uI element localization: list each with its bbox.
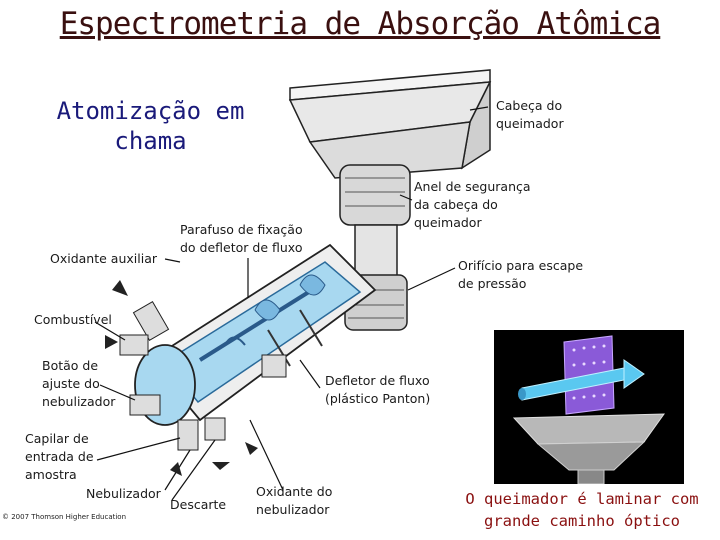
copyright-notice: © 2007 Thomson Higher Education: [2, 513, 126, 521]
inset-caption: O queimador é laminar com grande caminho…: [448, 488, 716, 532]
laminar-burner-illustration: [494, 330, 684, 484]
label-cabeca: Cabeça do queimador: [496, 97, 606, 133]
laminar-burner-inset: [494, 330, 684, 484]
label-oxidante-nebulizador: Oxidante do nebulizador: [256, 483, 356, 519]
label-defletor: Defletor de fluxo (plástico Panton): [325, 372, 450, 408]
label-oxidante-auxiliar: Oxidante auxiliar: [50, 250, 170, 268]
label-descarte: Descarte: [170, 496, 226, 514]
label-orificio: Orifício para escape de pressão: [458, 257, 588, 293]
label-botao: Botão de ajuste do nebulizador: [42, 357, 117, 411]
label-combustivel: Combustível: [34, 311, 124, 329]
label-anel: Anel de segurança da cabeça do queimador: [414, 178, 549, 232]
burner-head: [290, 70, 490, 178]
label-capilar: Capilar de entrada de amostra: [25, 430, 97, 484]
label-nebulizador: Nebulizador: [86, 485, 161, 503]
label-parafuso: Parafuso de fixação do defletor de fluxo: [180, 221, 320, 257]
